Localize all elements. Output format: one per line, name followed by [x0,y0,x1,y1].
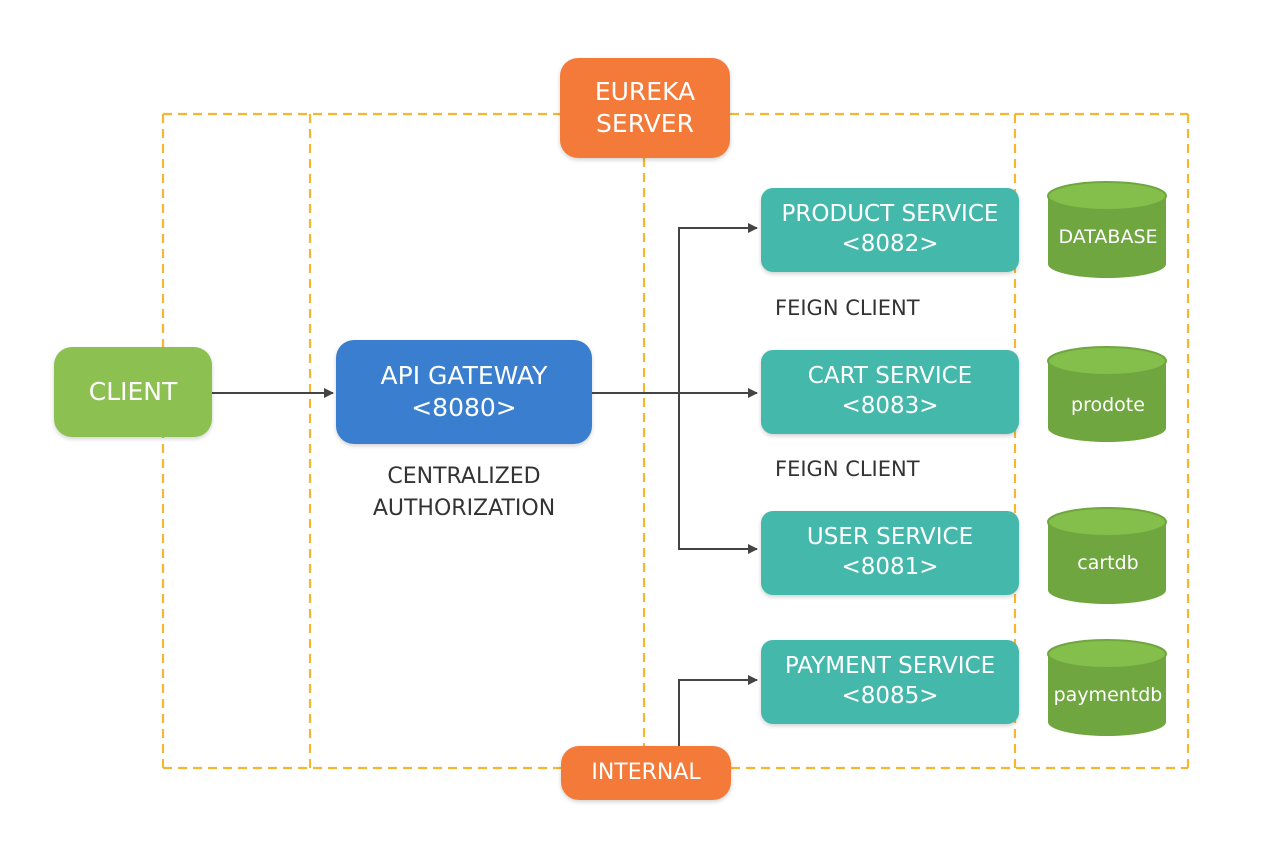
arrow-trunk-to-user [678,393,758,554]
authorization-line-2: AUTHORIZATION [372,496,556,521]
user-service-node: USER SERVICE <8081> [761,511,1019,595]
boundary-lines [161,112,1190,770]
connectors [212,223,758,746]
service-port: <8081> [841,554,939,580]
eureka-line-1: EUREKA [594,76,696,106]
internal-label: INTERNAL [591,759,701,785]
internal-node: INTERNAL [561,746,731,800]
database-cylinder-4 [1047,639,1167,736]
database-cylinder-1 [1047,181,1167,278]
authorization-line-1: CENTRALIZED [387,464,541,489]
database-label-1: DATABASE [1058,226,1158,248]
database-label-4: paymentdb [1053,684,1163,706]
api-gateway-port: <8080> [411,393,517,422]
client-label: CLIENT [88,376,178,406]
database-cylinder-3 [1047,507,1167,604]
service-name: USER SERVICE [806,524,974,551]
arrow-internal-to-payment [678,675,758,746]
database-cylinder-2 [1047,346,1167,442]
feign-client-label-2: FEIGN CLIENT [775,457,920,481]
payment-service-node: PAYMENT SERVICE <8085> [761,640,1019,724]
service-name: CART SERVICE [807,363,973,390]
service-port: <8083> [841,393,939,419]
eureka-line-2: SERVER [596,109,694,138]
api-gateway-node: API GATEWAY <8080> [336,340,592,444]
database-label-2: prodote [1071,394,1145,416]
centralized-authorization-label: CENTRALIZED AUTHORIZATION [336,461,592,525]
feign-client-label-1: FEIGN CLIENT [775,296,920,320]
service-name: PRODUCT SERVICE [781,201,999,228]
client-node: CLIENT [54,347,212,437]
product-service-node: PRODUCT SERVICE <8082> [761,188,1019,272]
arrow-trunk-to-product [678,223,758,393]
database-label-3: cartdb [1077,552,1139,574]
api-gateway-title: API GATEWAY [380,360,548,390]
service-port: <8082> [841,231,939,257]
service-port: <8085> [841,683,939,709]
eureka-server-node: EUREKA SERVER [560,58,730,158]
cart-service-node: CART SERVICE <8083> [761,350,1019,434]
service-name: PAYMENT SERVICE [784,653,996,680]
